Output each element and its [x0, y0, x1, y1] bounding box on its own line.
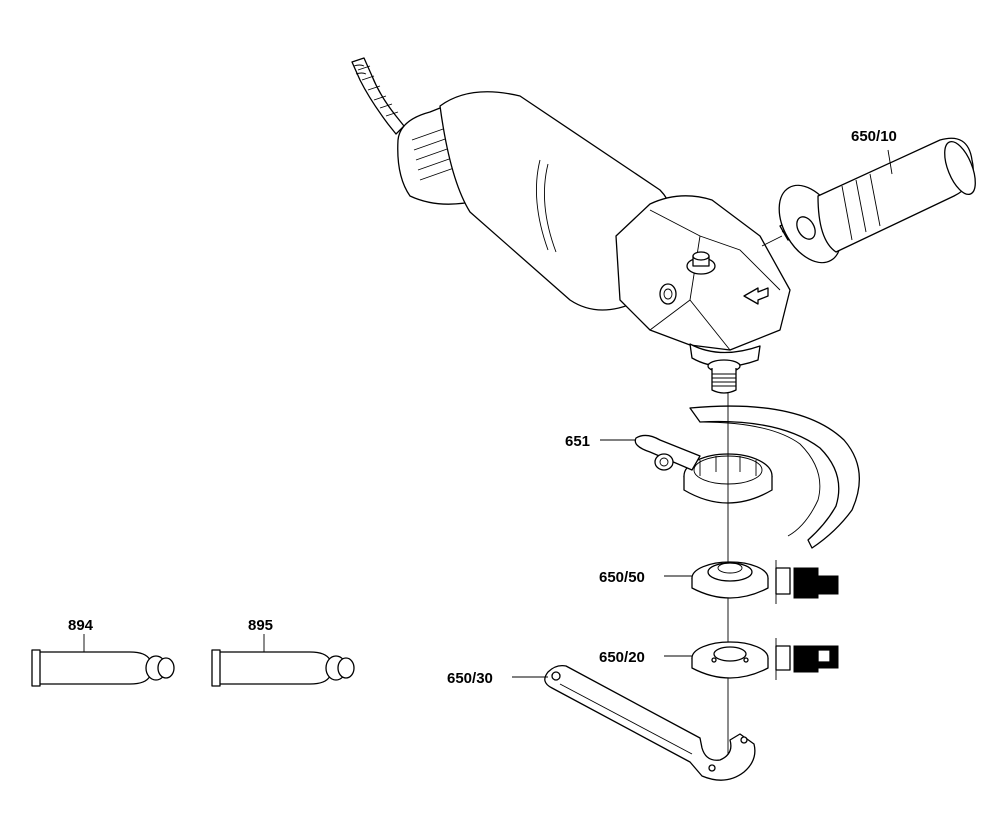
- label-spanner: 650/30: [447, 670, 493, 687]
- leader-650-10: [887, 149, 893, 175]
- clamp-nut-profile: [775, 638, 839, 680]
- leader-lines: [83, 149, 893, 678]
- inner-flange-profile: [775, 560, 839, 604]
- inner-flange: [691, 561, 769, 599]
- grease-tube-895: [211, 649, 355, 687]
- label-side-handle: 650/10: [851, 128, 897, 145]
- label-clamp-nut: 650/20: [599, 649, 645, 666]
- side-handle: [778, 137, 976, 264]
- angle-grinder: [397, 91, 791, 394]
- label-tube-895: 895: [248, 617, 273, 634]
- grease-tube-894: [31, 649, 175, 687]
- label-tube-894: 894: [68, 617, 94, 634]
- axis-line: [761, 235, 783, 247]
- clamp-nut: [691, 641, 769, 679]
- wheel-guard: [634, 405, 860, 549]
- power-cord: [351, 57, 405, 135]
- label-wheel-guard: 651: [565, 433, 590, 450]
- pin-spanner: [544, 664, 756, 781]
- label-inner-flange: 650/50: [599, 569, 645, 586]
